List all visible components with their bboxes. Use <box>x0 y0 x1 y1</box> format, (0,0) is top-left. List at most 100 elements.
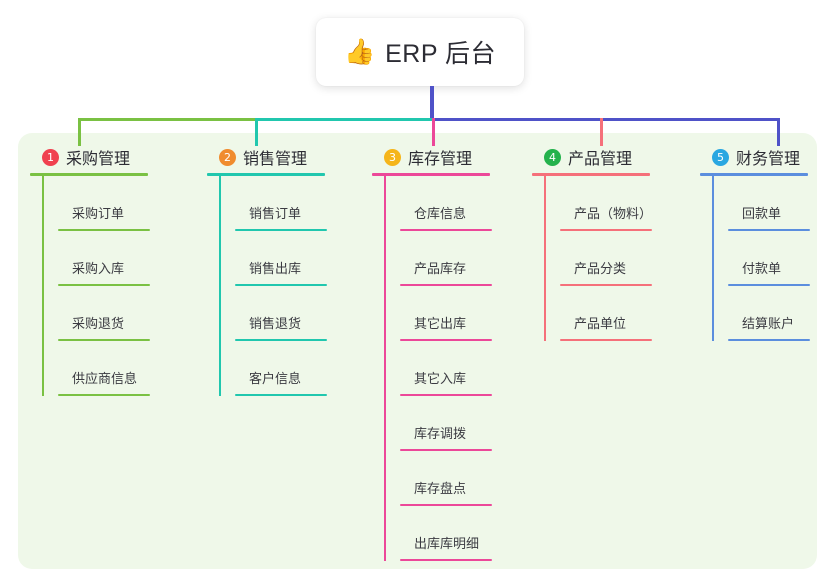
branch-spine-4 <box>544 176 546 341</box>
branch-item[interactable]: 回款单 <box>728 176 839 231</box>
branch-item[interactable]: 产品（物料） <box>560 176 682 231</box>
branch-item-label: 供应商信息 <box>72 371 138 386</box>
branch-item-label: 产品分类 <box>574 261 627 276</box>
branch-title-4: 产品管理 <box>568 151 633 168</box>
branch-item-label: 销售退货 <box>249 316 302 331</box>
connector-bus-segment-2 <box>255 118 435 121</box>
branch-item[interactable]: 销售订单 <box>235 176 357 231</box>
branch-item-label: 其它入库 <box>414 371 467 386</box>
branch-item-rule <box>400 394 492 396</box>
branch-item-label: 销售订单 <box>249 206 302 221</box>
branch-item-label: 产品库存 <box>414 261 467 276</box>
branch-item-rule <box>728 339 810 341</box>
branch-item-rule <box>400 449 492 451</box>
branch-item-list-4: 产品（物料） 产品分类产品单位 <box>544 176 682 341</box>
branch-item-rule <box>58 284 150 286</box>
branch-header-rule-5 <box>700 173 808 176</box>
branch-item-rule <box>235 229 327 231</box>
branch-header-rule-2 <box>207 173 325 176</box>
branch-item-rule <box>400 284 492 286</box>
connector-drop-2 <box>255 118 258 146</box>
branch-item-rule <box>400 559 492 561</box>
branch-item-label: 产品单位 <box>574 316 627 331</box>
branch-item-label: 结算账户 <box>742 316 795 331</box>
branch-item-label: 采购入库 <box>72 261 125 276</box>
branch-item-list-2: 销售订单销售出库销售退货客户信息 <box>219 176 357 396</box>
branch-item-label: 付款单 <box>742 261 782 276</box>
branch-item-rule <box>235 339 327 341</box>
branch-header-1[interactable]: 1 采购管理 <box>30 146 180 168</box>
branch-item[interactable]: 付款单 <box>728 231 839 286</box>
branch-column-1: 1 采购管理采购订单采购入库采购退货供应商信息 <box>30 146 180 396</box>
content-panel <box>18 133 817 569</box>
branch-header-5[interactable]: 5 财务管理 <box>700 146 839 168</box>
branch-item[interactable]: 其它入库 <box>400 341 522 396</box>
root-title: ERP 后台 <box>385 40 497 68</box>
branch-item-rule <box>58 339 150 341</box>
branch-column-5: 5 财务管理回款单付款单结算账户 <box>700 146 839 341</box>
branch-title-2: 销售管理 <box>243 151 308 168</box>
branch-title-3: 库存管理 <box>408 151 473 168</box>
branch-title-5: 财务管理 <box>736 151 801 168</box>
branch-item-rule <box>560 284 652 286</box>
branch-title-1: 采购管理 <box>66 151 131 168</box>
branch-item[interactable]: 产品分类 <box>560 231 682 286</box>
branch-badge-2: 2 <box>219 148 236 166</box>
branch-item-label: 客户信息 <box>249 371 302 386</box>
branch-item[interactable]: 库存盘点 <box>400 451 522 506</box>
branch-item-label: 出库库明细 <box>414 536 480 551</box>
branch-item[interactable]: 供应商信息 <box>58 341 180 396</box>
branch-item-rule <box>400 339 492 341</box>
branch-item-rule <box>560 229 652 231</box>
branch-item-list-1: 采购订单采购入库采购退货供应商信息 <box>42 176 180 396</box>
branch-item[interactable]: 仓库信息 <box>400 176 522 231</box>
branch-header-rule-4 <box>532 173 650 176</box>
branch-badge-1: 1 <box>42 148 59 166</box>
branch-item[interactable]: 销售退货 <box>235 286 357 341</box>
branch-item[interactable]: 库存调拨 <box>400 396 522 451</box>
branch-item-label: 回款单 <box>742 206 782 221</box>
branch-spine-2 <box>219 176 221 396</box>
branch-item-rule <box>235 284 327 286</box>
branch-item-label: 库存盘点 <box>414 481 467 496</box>
branch-header-2[interactable]: 2 销售管理 <box>207 146 357 168</box>
branch-item-list-5: 回款单付款单结算账户 <box>712 176 839 341</box>
connector-drop-1 <box>78 118 81 146</box>
root-node[interactable]: 👍 ERP 后台 <box>316 18 524 86</box>
branch-item-label: 采购退货 <box>72 316 125 331</box>
branch-badge-3: 3 <box>384 148 401 166</box>
branch-item-list-3: 仓库信息产品库存其它出库其它入库库存调拨库存盘点出库库明细 <box>384 176 522 561</box>
branch-header-3[interactable]: 3 库存管理 <box>372 146 522 168</box>
branch-badge-5: 5 <box>712 148 729 166</box>
connector-bus-segment-1 <box>78 118 258 121</box>
branch-item[interactable]: 客户信息 <box>235 341 357 396</box>
branch-spine-1 <box>42 176 44 396</box>
branch-item[interactable]: 出库库明细 <box>400 506 522 561</box>
branch-item[interactable]: 产品库存 <box>400 231 522 286</box>
branch-item-rule <box>235 394 327 396</box>
branch-item-rule <box>728 284 810 286</box>
connector-drop-5 <box>777 118 780 146</box>
branch-header-rule-1 <box>30 173 148 176</box>
branch-column-2: 2 销售管理销售订单销售出库销售退货客户信息 <box>207 146 357 396</box>
branch-item[interactable]: 销售出库 <box>235 231 357 286</box>
branch-item-rule <box>58 394 150 396</box>
branch-item-label: 库存调拨 <box>414 426 467 441</box>
connector-trunk <box>430 86 434 121</box>
branch-spine-3 <box>384 176 386 561</box>
branch-item[interactable]: 采购入库 <box>58 231 180 286</box>
branch-item[interactable]: 采购退货 <box>58 286 180 341</box>
branch-item-label: 产品（物料） <box>574 206 653 221</box>
branch-item[interactable]: 其它出库 <box>400 286 522 341</box>
branch-item[interactable]: 结算账户 <box>728 286 839 341</box>
branch-item-rule <box>560 339 652 341</box>
branch-item[interactable]: 产品单位 <box>560 286 682 341</box>
branch-item-label: 销售出库 <box>249 261 302 276</box>
connector-bus-segment-3 <box>432 118 780 121</box>
branch-item[interactable]: 采购订单 <box>58 176 180 231</box>
branch-header-rule-3 <box>372 173 490 176</box>
branch-item-label: 其它出库 <box>414 316 467 331</box>
branch-item-rule <box>400 229 492 231</box>
